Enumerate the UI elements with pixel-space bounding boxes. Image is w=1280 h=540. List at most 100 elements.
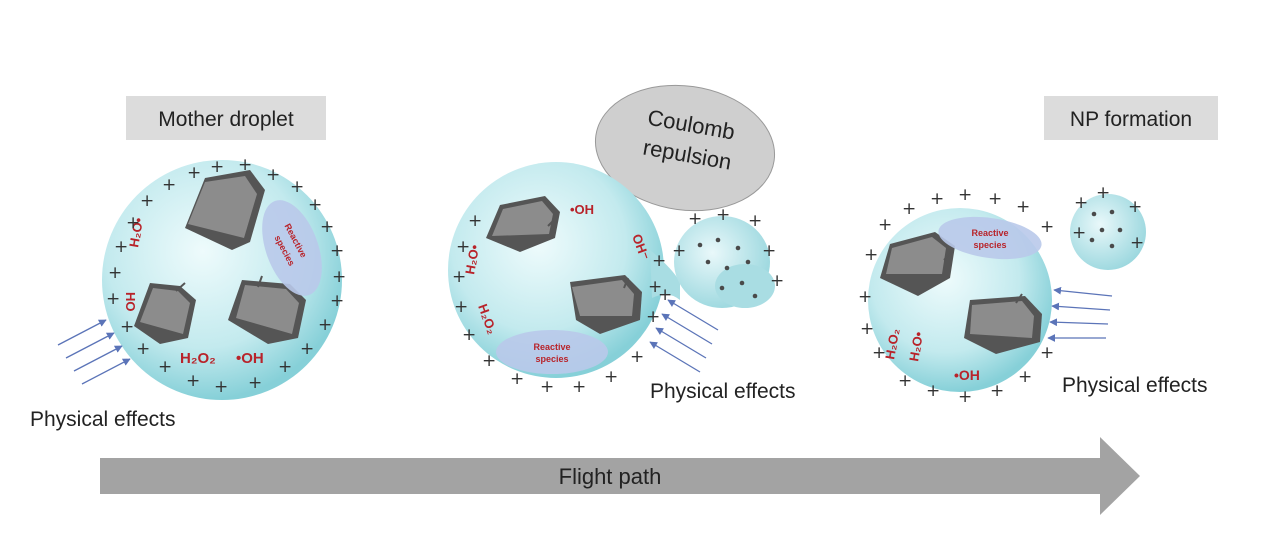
positive-charge: + <box>186 371 200 391</box>
ho-label: HO <box>123 292 138 312</box>
mother-droplet-label-box <box>126 96 326 140</box>
positive-charge: + <box>1018 367 1032 387</box>
h2o2-label: H₂O₂ <box>882 327 902 360</box>
reactive-species-label: Reactive <box>533 342 570 352</box>
positive-charge: + <box>290 177 304 197</box>
oh-radical-label: •OH <box>570 202 594 217</box>
positive-charge: + <box>958 387 972 407</box>
positive-charge: + <box>187 163 201 183</box>
mother-droplet-stage: Mother droplet Reactive species H₂O• HO … <box>30 96 346 431</box>
positive-charge: + <box>214 377 228 397</box>
positive-charge: + <box>126 213 140 233</box>
nanoparticle <box>570 275 642 334</box>
positive-charge: + <box>652 251 666 271</box>
positive-charge: + <box>864 245 878 265</box>
positive-charge: + <box>958 185 972 205</box>
oh-radical-label: •OH <box>236 350 264 367</box>
positive-charge: + <box>452 267 466 287</box>
positive-charge: + <box>1128 197 1142 217</box>
positive-charge: + <box>120 317 134 337</box>
positive-charge: + <box>510 369 524 389</box>
arrow-right-icon <box>1047 286 1113 342</box>
positive-charge: + <box>162 175 176 195</box>
positive-charge: + <box>140 191 154 211</box>
positive-charge: + <box>106 289 120 309</box>
nanoparticle <box>486 196 560 252</box>
coulomb-repulsion-bubble <box>594 84 776 212</box>
positive-charge: + <box>266 165 280 185</box>
positive-charge: + <box>1040 217 1054 237</box>
surface-charges: + + + + + + + + + + + + + + + + + + + + … <box>452 205 784 397</box>
arrow-right-icon <box>57 319 131 385</box>
offspring-nanoparticles <box>1089 209 1123 249</box>
positive-charge: + <box>308 195 322 215</box>
surface-charges: + + + + + + + + + + + + + + + + + + + + … <box>106 155 346 397</box>
positive-charge: + <box>858 287 872 307</box>
nanoparticle <box>880 232 955 296</box>
positive-charge: + <box>1096 183 1110 203</box>
positive-charge: + <box>1016 197 1030 217</box>
positive-charge: + <box>462 325 476 345</box>
nanoparticle <box>228 275 306 344</box>
positive-charge: + <box>278 357 292 377</box>
positive-charge: + <box>248 373 262 393</box>
flight-path-label: Flight path <box>559 464 662 489</box>
offspring-droplet <box>1070 194 1146 270</box>
physical-effects-label: Physical effects <box>650 380 796 403</box>
positive-charge: + <box>158 357 172 377</box>
np-formation-label-box <box>1044 96 1218 140</box>
nanoparticle <box>134 282 196 344</box>
positive-charge: + <box>630 347 644 367</box>
positive-charge: + <box>1074 193 1088 213</box>
oh-radical-label: •OH <box>954 367 980 383</box>
h2o-radical-label: H₂O• <box>126 216 146 248</box>
positive-charge: + <box>1130 233 1144 253</box>
positive-charge: + <box>572 377 586 397</box>
positive-charge: + <box>604 367 618 387</box>
positive-charge: + <box>860 319 874 339</box>
h2o-radical-label: H₂O• <box>906 330 926 362</box>
flight-path-arrow: Flight path <box>100 437 1140 515</box>
reactive-species-label: species <box>973 240 1006 250</box>
positive-charge: + <box>318 315 332 335</box>
positive-charge: + <box>136 339 150 359</box>
positive-charge: + <box>108 263 122 283</box>
positive-charge: + <box>330 291 344 311</box>
positive-charge: + <box>716 205 730 225</box>
positive-charge: + <box>898 371 912 391</box>
positive-charge: + <box>872 343 886 363</box>
positive-charge: + <box>878 215 892 235</box>
reactive-species-label: species <box>535 354 568 364</box>
positive-charge: + <box>454 297 468 317</box>
positive-charge: + <box>902 199 916 219</box>
physical-effects-label: Physical effects <box>1062 374 1208 397</box>
surface-charges: + + + + + + + + + + + + + + + + + + + + … <box>858 183 1144 407</box>
positive-charge: + <box>468 211 482 231</box>
positive-charge: + <box>238 155 252 175</box>
positive-charge: + <box>300 339 314 359</box>
positive-charge: + <box>332 267 346 287</box>
np-formation-stage: NP formation Reactive species H₂O₂ H₂O• … <box>858 96 1218 407</box>
positive-charge: + <box>1040 343 1054 363</box>
h2o2-label: H₂O₂ <box>180 350 216 367</box>
positive-charge: + <box>990 381 1004 401</box>
positive-charge: + <box>456 237 470 257</box>
positive-charge: + <box>330 241 344 261</box>
positive-charge: + <box>482 351 496 371</box>
positive-charge: + <box>648 277 662 297</box>
positive-charge: + <box>748 211 762 231</box>
positive-charge: + <box>770 271 784 291</box>
positive-charge: + <box>210 157 224 177</box>
positive-charge: + <box>762 241 776 261</box>
positive-charge: + <box>1072 223 1086 243</box>
reactive-species-blob <box>938 216 1042 260</box>
nanoparticle <box>964 293 1042 354</box>
positive-charge: + <box>672 241 686 261</box>
positive-charge: + <box>988 189 1002 209</box>
coulomb-fission-stage: Coulomb repulsion Reactive species • <box>448 84 796 403</box>
daughter-nanoparticles <box>697 237 758 299</box>
reactive-species-blob <box>262 200 322 296</box>
positive-charge: + <box>320 217 334 237</box>
reactive-species-blob <box>496 330 608 374</box>
